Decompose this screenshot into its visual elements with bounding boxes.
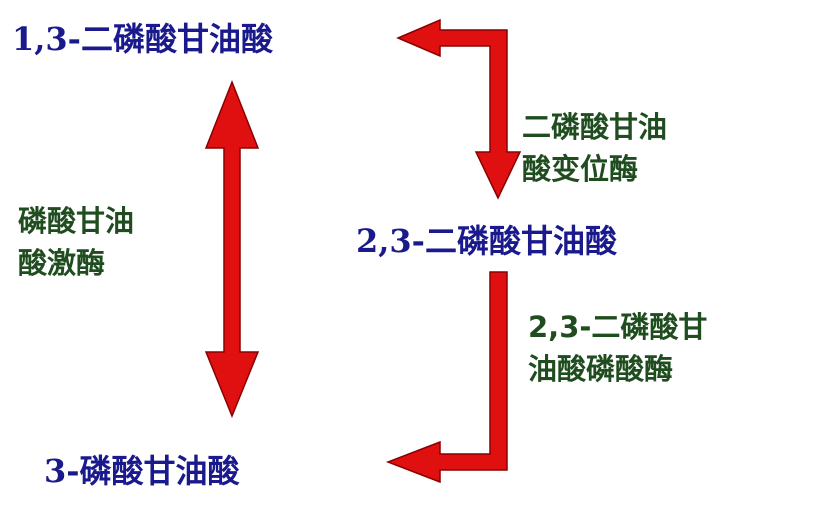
enzyme-mutase-label: 二磷酸甘油 酸变位酶: [522, 106, 667, 190]
enzyme-kinase-line-1: 磷酸甘油: [18, 204, 135, 238]
enzyme-phosphatase-label: 2,3-二磷酸甘 油酸磷酸酶: [528, 306, 707, 390]
kinase-double-arrow: [204, 79, 260, 418]
metabolite-1-3-bisphosphoglycerate: 1,3-二磷酸甘油酸: [12, 20, 273, 58]
enzyme-kinase-label: 磷酸甘油 酸激酶: [18, 200, 134, 284]
metabolite-3-phosphoglycerate: 3-磷酸甘油酸: [44, 452, 240, 490]
mutase-elbow-arrow: [396, 18, 522, 200]
enzyme-phosphatase-line-1: 2,3-二磷酸甘: [528, 310, 708, 344]
enzyme-mutase-line-2: 酸变位酶: [522, 152, 639, 186]
enzyme-kinase-line-2: 酸激酶: [18, 246, 106, 280]
enzyme-mutase-line-1: 二磷酸甘油: [522, 110, 668, 144]
phosphatase-elbow-arrow: [385, 271, 508, 484]
enzyme-phosphatase-line-2: 油酸磷酸酶: [528, 352, 674, 386]
metabolite-2-3-bisphosphoglycerate: 2,3-二磷酸甘油酸: [356, 222, 617, 260]
